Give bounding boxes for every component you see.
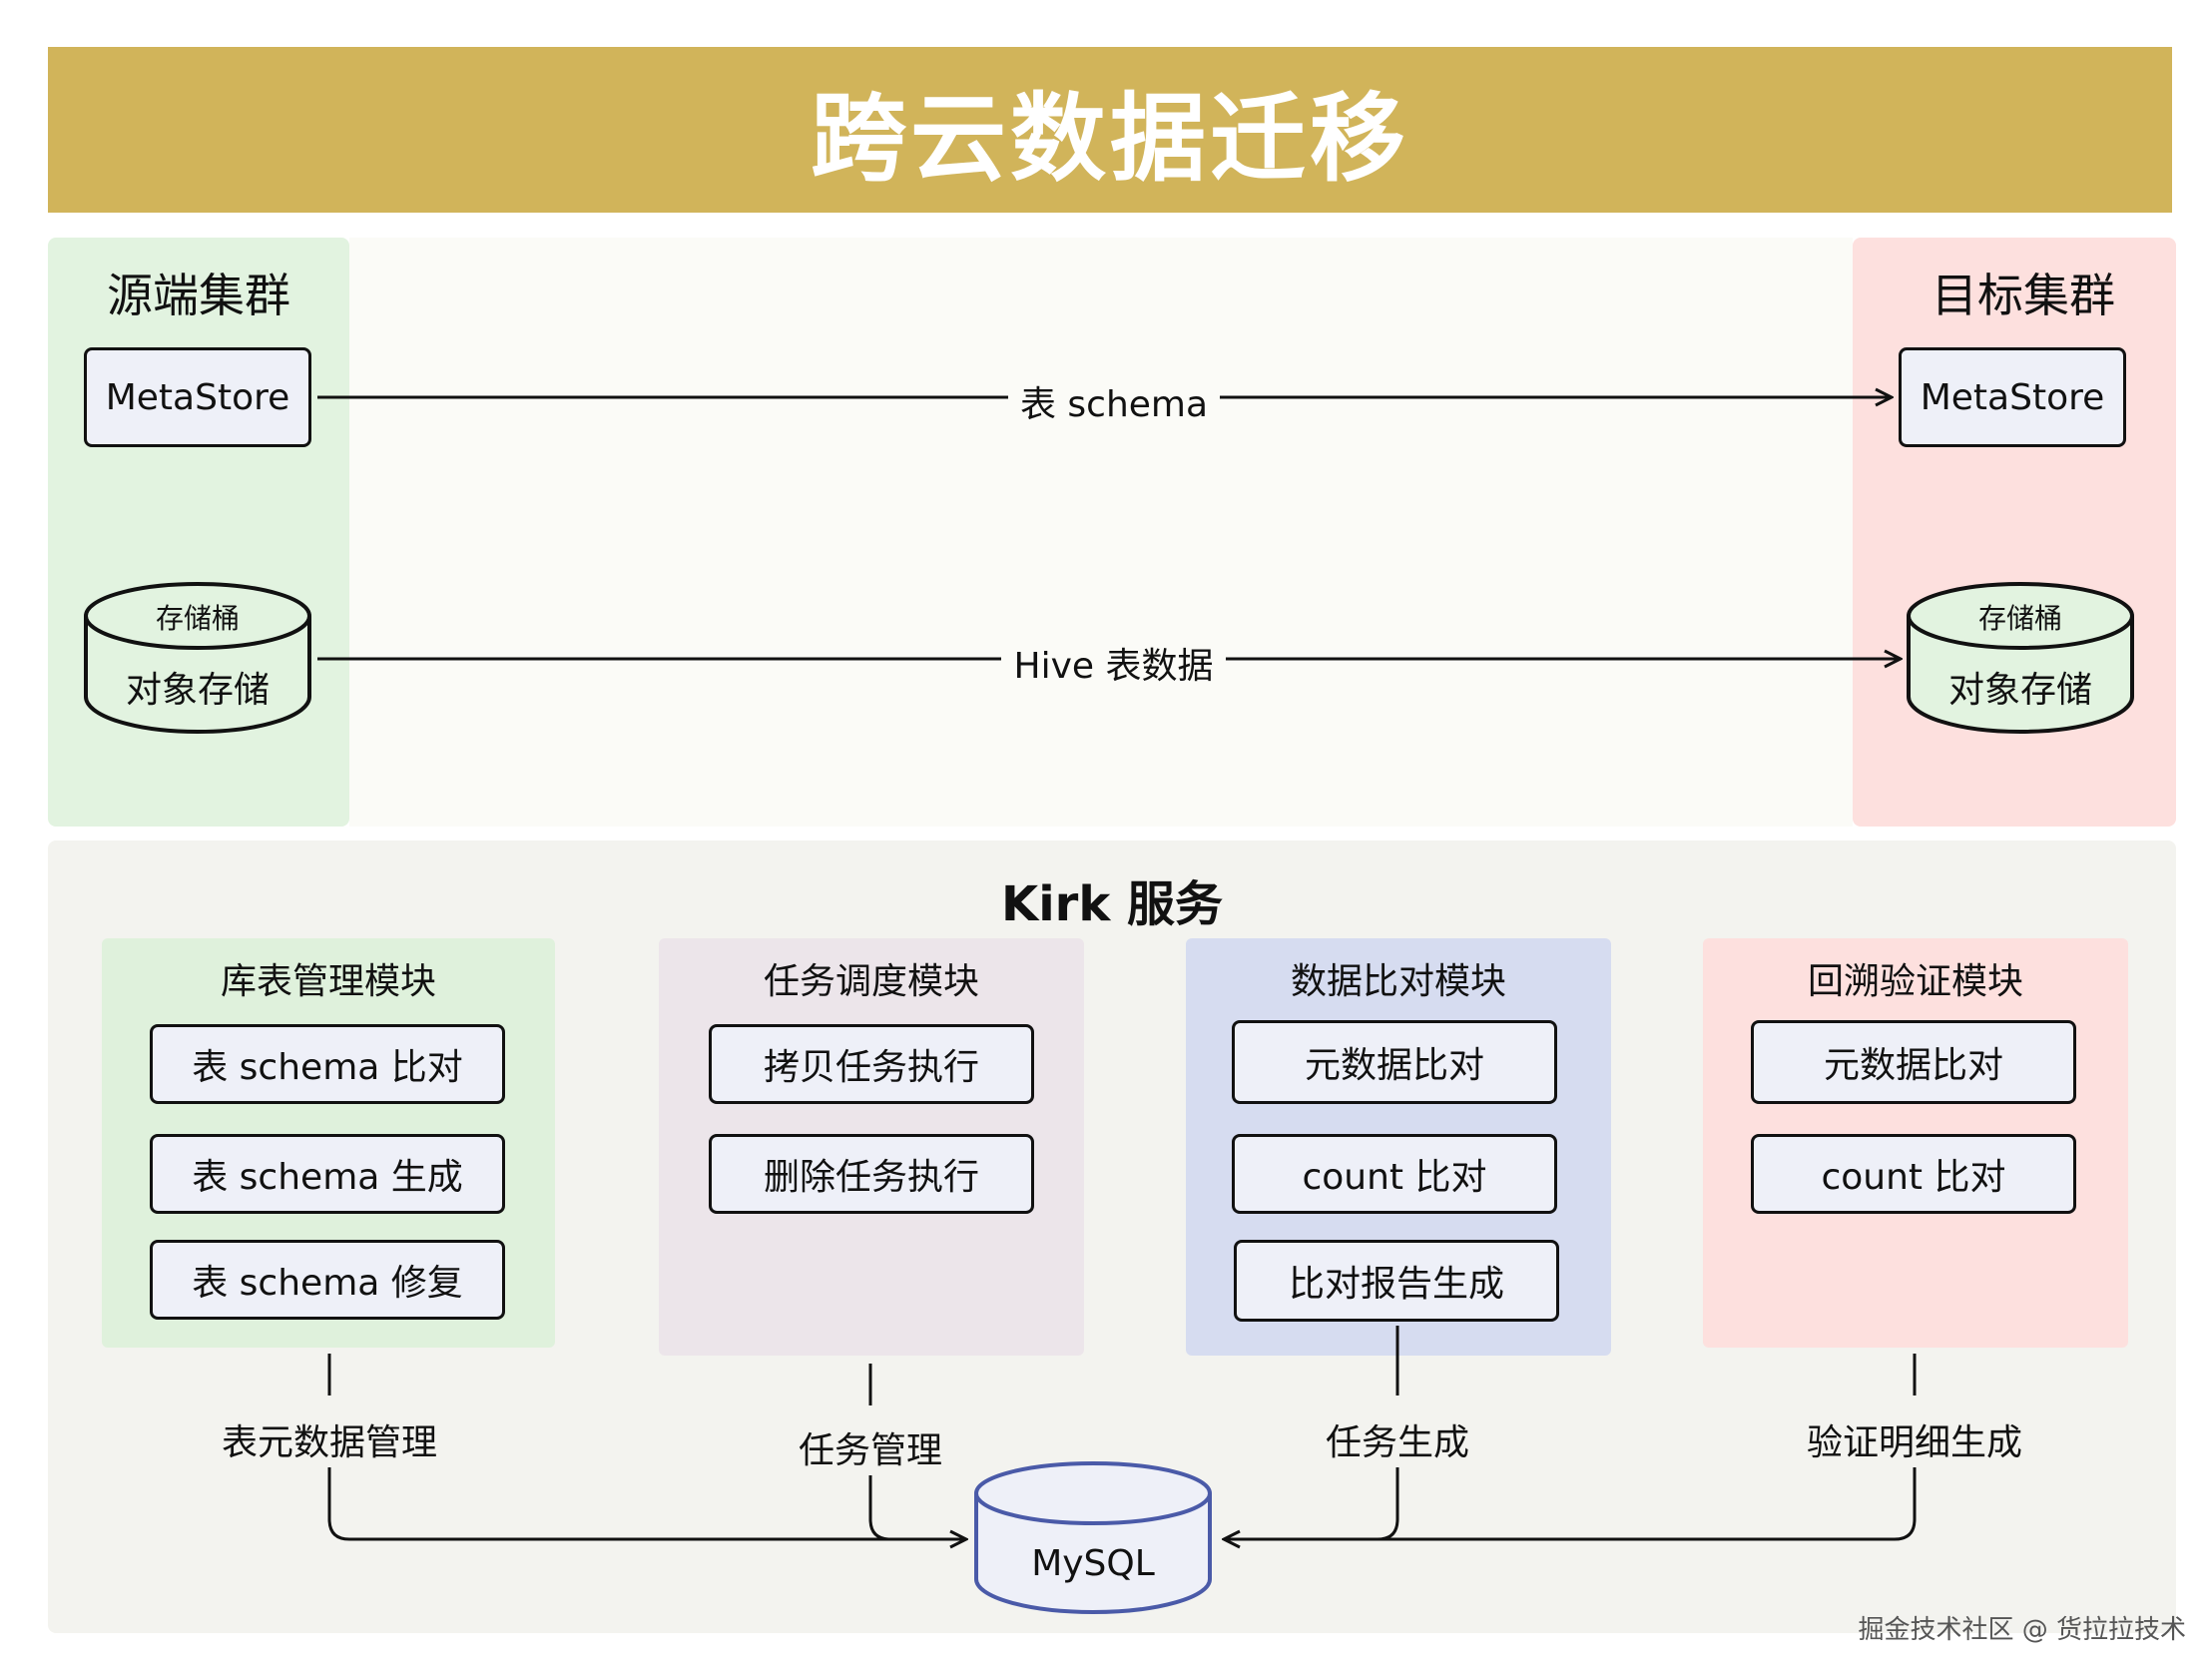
source-bucket-label: 存储桶 (155, 602, 240, 635)
edge-table-mgmt-bottom (327, 1467, 966, 1539)
target-cluster-title: 目标集群 (1932, 269, 2115, 322)
module-title: 数据比对模块 (1290, 961, 1506, 1002)
module-title: 库表管理模块 (220, 961, 436, 1002)
edge-label-task-gen: 任务生成 (1325, 1422, 1469, 1463)
item-count-compare: count 比对 (1232, 1134, 1557, 1214)
target-object-storage-cylinder (1907, 582, 2134, 734)
page-title: 跨云数据迁移 (811, 82, 1409, 195)
edge-label-table-metadata-mgmt: 表元数据管理 (221, 1422, 437, 1463)
title-banner: 跨云数据迁移 (48, 47, 2172, 213)
item-copy-task-exec: 拷贝任务执行 (709, 1024, 1034, 1104)
edge-label-verify-detail-gen: 验证明细生成 (1806, 1422, 2022, 1463)
kirk-service-title: Kirk 服务 (1001, 876, 1223, 932)
item-schema-compare: 表 schema 比对 (150, 1024, 505, 1104)
source-cluster-title: 源端集群 (107, 269, 290, 322)
source-watermark: 掘金技术社区 @ 货拉拉技术 (1858, 1615, 2186, 1645)
item-compare-report-gen: 比对报告生成 (1234, 1240, 1559, 1322)
edge-verify-bottom (1224, 1467, 1917, 1541)
target-bucket-label: 存储桶 (1977, 602, 2062, 635)
module-title: 任务调度模块 (763, 961, 979, 1002)
source-object-storage-label: 对象存储 (125, 670, 270, 711)
top-band (349, 238, 1853, 827)
source-object-storage-cylinder (84, 582, 311, 734)
edge-task-mgmt-bottom (868, 1475, 966, 1541)
mysql-cylinder (974, 1461, 1212, 1614)
item-metadata-compare: 元数据比对 (1751, 1020, 2076, 1104)
source-cluster-panel: 源端集群 (48, 238, 349, 827)
target-metastore-node: MetaStore (1899, 347, 2126, 447)
edge-label-task-mgmt: 任务管理 (798, 1430, 942, 1471)
item-count-compare: count 比对 (1751, 1134, 2076, 1214)
module-title: 回溯验证模块 (1807, 961, 2023, 1002)
edge-label-schema: 表 schema (1019, 384, 1209, 425)
target-object-storage-label: 对象存储 (1947, 670, 2092, 711)
item-schema-generate: 表 schema 生成 (150, 1134, 505, 1214)
edge-label-hive-data: Hive 表数据 (1013, 646, 1214, 687)
mysql-label: MySQL (1031, 1543, 1155, 1584)
source-metastore-node: MetaStore (84, 347, 311, 447)
item-schema-repair: 表 schema 修复 (150, 1240, 505, 1320)
item-metadata-compare: 元数据比对 (1232, 1020, 1557, 1104)
item-delete-task-exec: 删除任务执行 (709, 1134, 1034, 1214)
edge-task-gen-bottom (1224, 1467, 1399, 1539)
